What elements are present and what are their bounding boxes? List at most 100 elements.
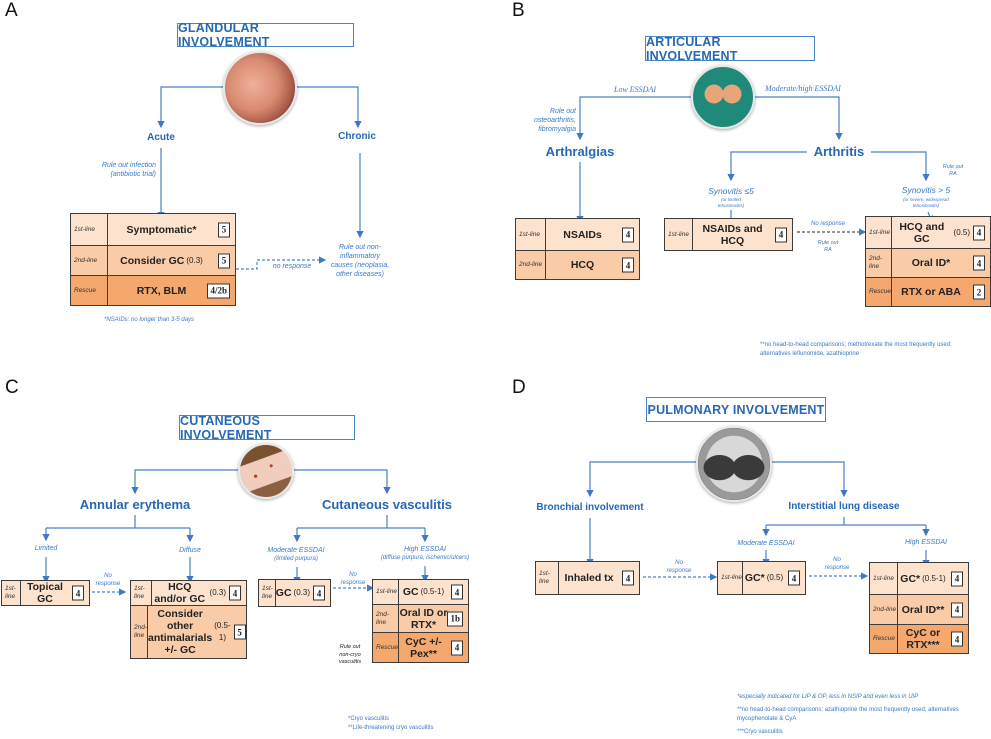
- evidence-level-badge: 5: [218, 253, 230, 268]
- treatment-cell: HCQ 4: [546, 251, 639, 279]
- node-cutaneous-vasculitis: Cutaneous vasculitis: [321, 497, 453, 512]
- line-label: Rescue: [71, 276, 108, 305]
- skin-purpura-photo: [238, 443, 294, 499]
- footnote-c: *Cryo vasculitis**Life-threatening cryo …: [348, 716, 434, 731]
- evidence-level-badge: 4: [622, 257, 634, 273]
- evidence-level-badge: 2: [973, 284, 985, 300]
- dose: (0.3): [186, 255, 203, 265]
- treatment-cell: Oral ID*4: [892, 249, 990, 277]
- treatment-name: Consider other antimalarials +/- GC: [148, 608, 213, 656]
- note-low-essdai: Low ESSDAI: [614, 85, 656, 94]
- note-no-response-b: No response: [810, 221, 846, 227]
- pulmonary-title: PULMONARY INVOLVEMENT: [646, 397, 826, 422]
- line-label: 1st-line: [866, 217, 892, 248]
- treatment-name: GC: [402, 586, 419, 598]
- treatment-name: GC*: [744, 572, 765, 584]
- treatment-name: Inhaled tx: [564, 572, 614, 584]
- evidence-level-badge: 4: [951, 631, 963, 647]
- treatment-cell: Oral ID** 4: [898, 595, 968, 624]
- panel-letter-d: D: [512, 377, 526, 398]
- treatment-table-c1: 1st-line Topical GC 4: [1, 580, 90, 606]
- note-moderate-essdai-d: Moderate ESSDAI: [737, 540, 795, 547]
- treatment-name: HCQ and/or GC: [154, 581, 206, 605]
- node-annular-erythema: Annular erythema: [79, 497, 191, 512]
- line-label: 2nd-line: [870, 595, 898, 624]
- treatment-name: Topical GC: [27, 581, 63, 605]
- dose: (0.5-1): [420, 587, 445, 596]
- treatment-cell: Inhaled tx 4: [559, 562, 639, 594]
- treatment-name: Oral ID**: [901, 603, 945, 616]
- note-no-response: no response: [272, 263, 312, 270]
- node-chronic: Chronic: [338, 131, 376, 142]
- line-label: 1st-line: [71, 214, 108, 245]
- dose: (0.5): [953, 227, 970, 237]
- note-rule-out-infection: Rule out infection(antibiotic trial): [101, 162, 156, 178]
- note-moderate-essdai: Moderate ESSDAI(limited purpura): [267, 547, 325, 562]
- node-synovitis-low: Synovitis ≤5: [708, 186, 754, 196]
- treatment-cell: GC*(0.5)4: [743, 562, 805, 594]
- evidence-level-badge: 4: [622, 570, 634, 586]
- cutaneous-title: CUTANEOUS INVOLVEMENT: [179, 414, 355, 442]
- line-label: 2nd-line: [131, 606, 149, 658]
- dose: (0.3): [293, 588, 310, 597]
- treatment-cell: Symptomatic*5: [108, 214, 235, 245]
- node-arthralgias: Arthralgias: [545, 144, 615, 159]
- treatment-name: HCQ: [570, 259, 595, 271]
- evidence-level-badge: 4/2b: [207, 283, 230, 298]
- treatment-cell: CyC +/- Pex**4: [399, 633, 468, 662]
- panel-letter-c: C: [5, 377, 19, 398]
- treatment-cell: HCQ and/or GC(0.3)4: [152, 581, 246, 605]
- line-label: 1st-line: [2, 581, 21, 605]
- treatment-cell: HCQ and GC(0.5)4: [892, 217, 990, 248]
- glandular-title: GLANDULAR INVOLVEMENT: [177, 21, 354, 49]
- treatment-name: Symptomatic*: [126, 223, 197, 236]
- treatment-cell: Oral ID or RTX*1b: [399, 605, 468, 632]
- evidence-level-badge: 4: [229, 585, 241, 601]
- treatment-name: GC: [275, 587, 292, 599]
- treatment-cell: GC(0.5-1)4: [399, 580, 468, 604]
- evidence-level-badge: 4: [72, 585, 84, 601]
- note-high-essdai-d: High ESSDAI: [904, 539, 948, 546]
- evidence-level-badge: 4: [451, 640, 463, 655]
- evidence-level-badge: 4: [775, 227, 787, 242]
- swollen-parotid-photo: [223, 51, 297, 125]
- line-label: 2nd-line: [866, 249, 892, 277]
- treatment-name: HCQ and GC: [899, 220, 945, 245]
- evidence-level-badge: 4: [951, 602, 963, 617]
- evidence-level-badge: 5: [233, 624, 246, 640]
- evidence-level-badge: 4: [973, 255, 985, 271]
- treatment-cell: GC(0.3)4: [276, 580, 330, 606]
- evidence-level-badge: 4: [951, 571, 963, 586]
